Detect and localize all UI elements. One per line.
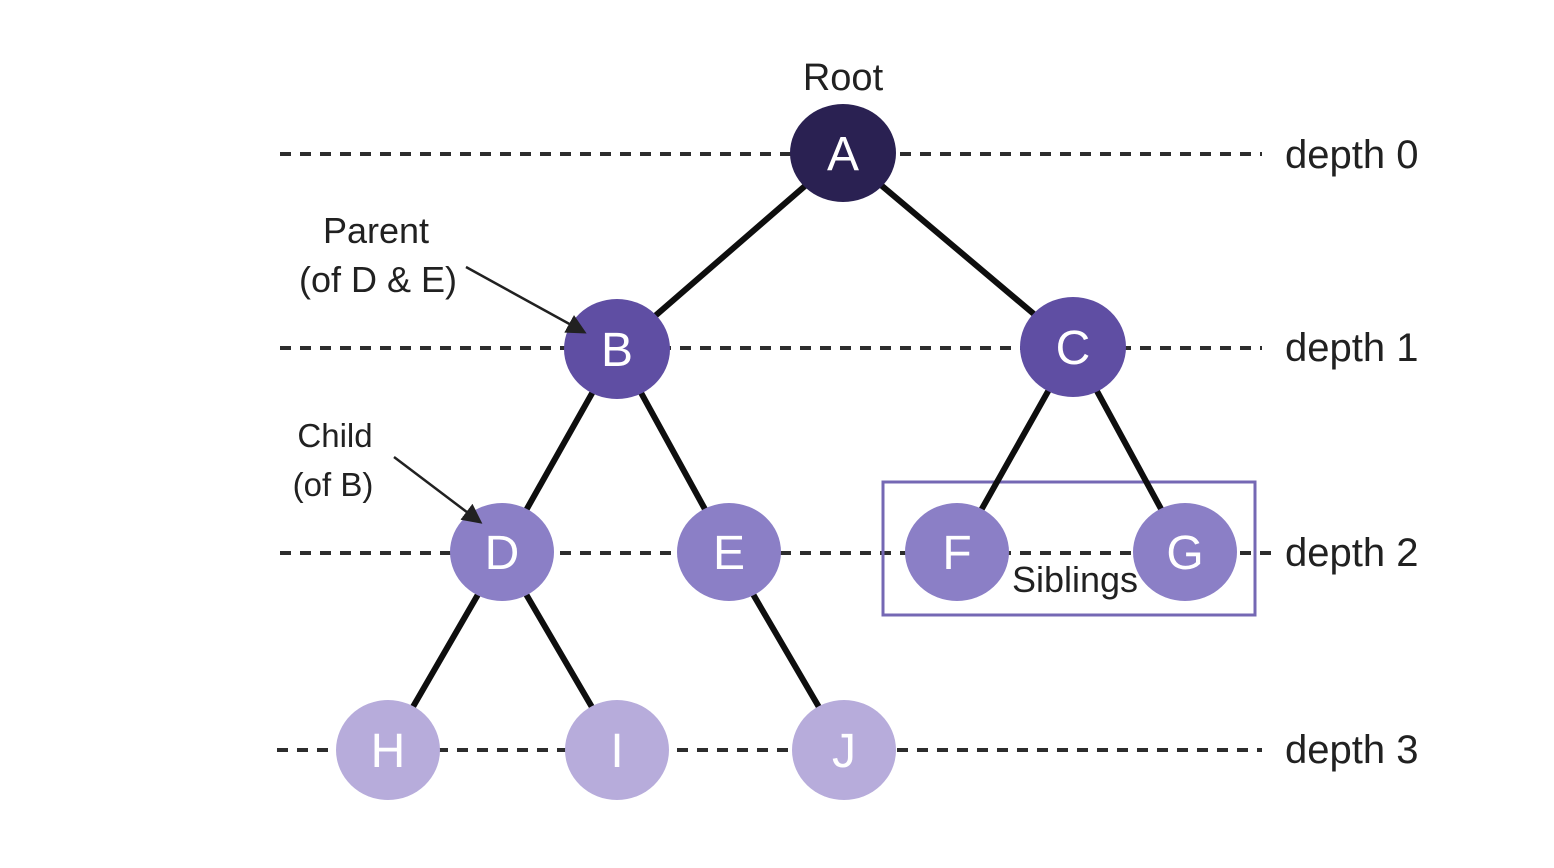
node-G: G (1133, 503, 1237, 601)
depth-3-label: depth 3 (1285, 728, 1418, 772)
node-J-circle (792, 700, 896, 800)
parent-annotation: Parent (of D & E) (299, 210, 587, 334)
depth-guides (277, 152, 1272, 752)
node-G-label: G (1166, 527, 1203, 580)
child-annotation-line1: Child (297, 417, 372, 454)
node-G-circle (1133, 503, 1237, 601)
node-A: A (790, 104, 896, 202)
depth-0-label: depth 0 (1285, 133, 1418, 177)
node-C-label: C (1056, 322, 1091, 375)
root-annotation-label: Root (803, 57, 884, 99)
node-J-label: J (832, 725, 856, 778)
child-annotation: Child (of B) (293, 417, 483, 524)
node-F: F (905, 503, 1009, 601)
node-H-label: H (371, 725, 406, 778)
node-C: C (1020, 297, 1126, 397)
node-B: B (564, 299, 670, 399)
node-D-circle (450, 503, 554, 601)
node-E-circle (677, 503, 781, 601)
node-D: D (450, 503, 554, 601)
node-A-label: A (827, 128, 859, 181)
node-J: J (792, 700, 896, 800)
child-annotation-line2: (of B) (293, 466, 374, 503)
node-H: H (336, 700, 440, 800)
child-arrow (393, 456, 483, 524)
depth-2-label: depth 2 (1285, 531, 1418, 575)
node-F-label: F (942, 527, 971, 580)
node-C-circle (1020, 297, 1126, 397)
parent-arrow (465, 265, 587, 334)
node-H-circle (336, 700, 440, 800)
node-I-circle (565, 700, 669, 800)
node-B-circle (564, 299, 670, 399)
node-E-label: E (713, 527, 745, 580)
siblings-box (881, 480, 1257, 617)
node-E: E (677, 503, 781, 601)
node-I-label: I (610, 725, 623, 778)
parent-annotation-line1: Parent (323, 210, 429, 251)
node-D-label: D (485, 527, 520, 580)
node-B-label: B (601, 324, 633, 377)
depth-1-label: depth 1 (1285, 326, 1418, 370)
node-F-circle (905, 503, 1009, 601)
node-I: I (565, 700, 669, 800)
parent-annotation-line2: (of D & E) (299, 259, 457, 300)
siblings-annotation-label: Siblings (1012, 559, 1138, 600)
tree-edges (385, 150, 1188, 752)
node-A-circle (790, 104, 896, 202)
